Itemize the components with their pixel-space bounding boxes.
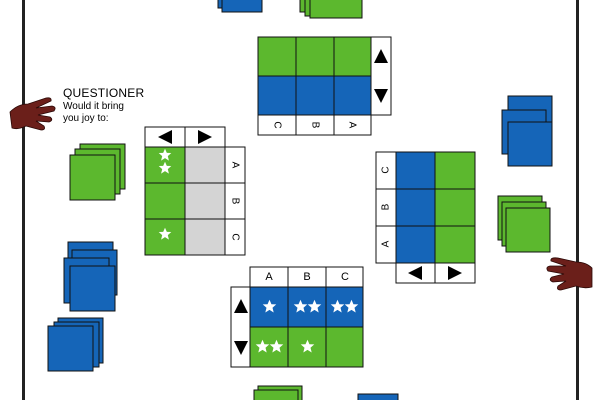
label-c: C (341, 271, 349, 283)
label-a: A (346, 122, 357, 129)
arrow-right-icon[interactable] (198, 130, 212, 144)
label-c: C (229, 233, 240, 240)
arrow-left-icon[interactable] (158, 130, 172, 144)
arrow-up-icon[interactable] (374, 49, 388, 63)
board-right: C B A (375, 151, 476, 284)
board-bottom-center: A B C (230, 266, 364, 368)
card-stack-top-green[interactable] (299, 0, 363, 19)
label-b: B (229, 198, 240, 205)
label-c: C (271, 121, 282, 128)
label-a: A (381, 240, 392, 247)
questioner-prompt: Would it bring you joy to: (63, 101, 124, 124)
hand-right-icon (546, 257, 593, 291)
card-stack-top-blue[interactable] (217, 0, 263, 13)
label-b: B (303, 271, 310, 283)
arrow-right-icon[interactable] (448, 266, 462, 280)
label-c: C (381, 166, 392, 173)
card-stack-right-blue[interactable] (501, 95, 553, 167)
card-stack-bottom-green[interactable] (253, 385, 303, 400)
arrow-up-icon[interactable] (234, 299, 248, 313)
card-stack-left-blue-2[interactable] (47, 317, 104, 372)
hand-left-icon (9, 97, 56, 131)
arrow-down-icon[interactable] (234, 341, 248, 355)
label-b: B (309, 122, 320, 129)
board-left: A B C (144, 126, 246, 256)
label-a: A (229, 162, 240, 169)
card-stack-left-green[interactable] (69, 143, 126, 201)
arrow-left-icon[interactable] (408, 266, 422, 280)
label-a: A (265, 271, 273, 283)
label-b: B (381, 203, 392, 210)
card-stack-bottom-blue[interactable] (357, 393, 399, 400)
card-stack-right-green[interactable] (497, 195, 551, 253)
arrow-down-icon[interactable] (374, 89, 388, 103)
table-edge-right (576, 0, 579, 400)
card-stack-left-blue[interactable] (63, 241, 118, 312)
board-top-center: C B A (257, 36, 392, 136)
table-edge-left (22, 0, 25, 400)
questioner-title: QUESTIONER (63, 86, 145, 100)
